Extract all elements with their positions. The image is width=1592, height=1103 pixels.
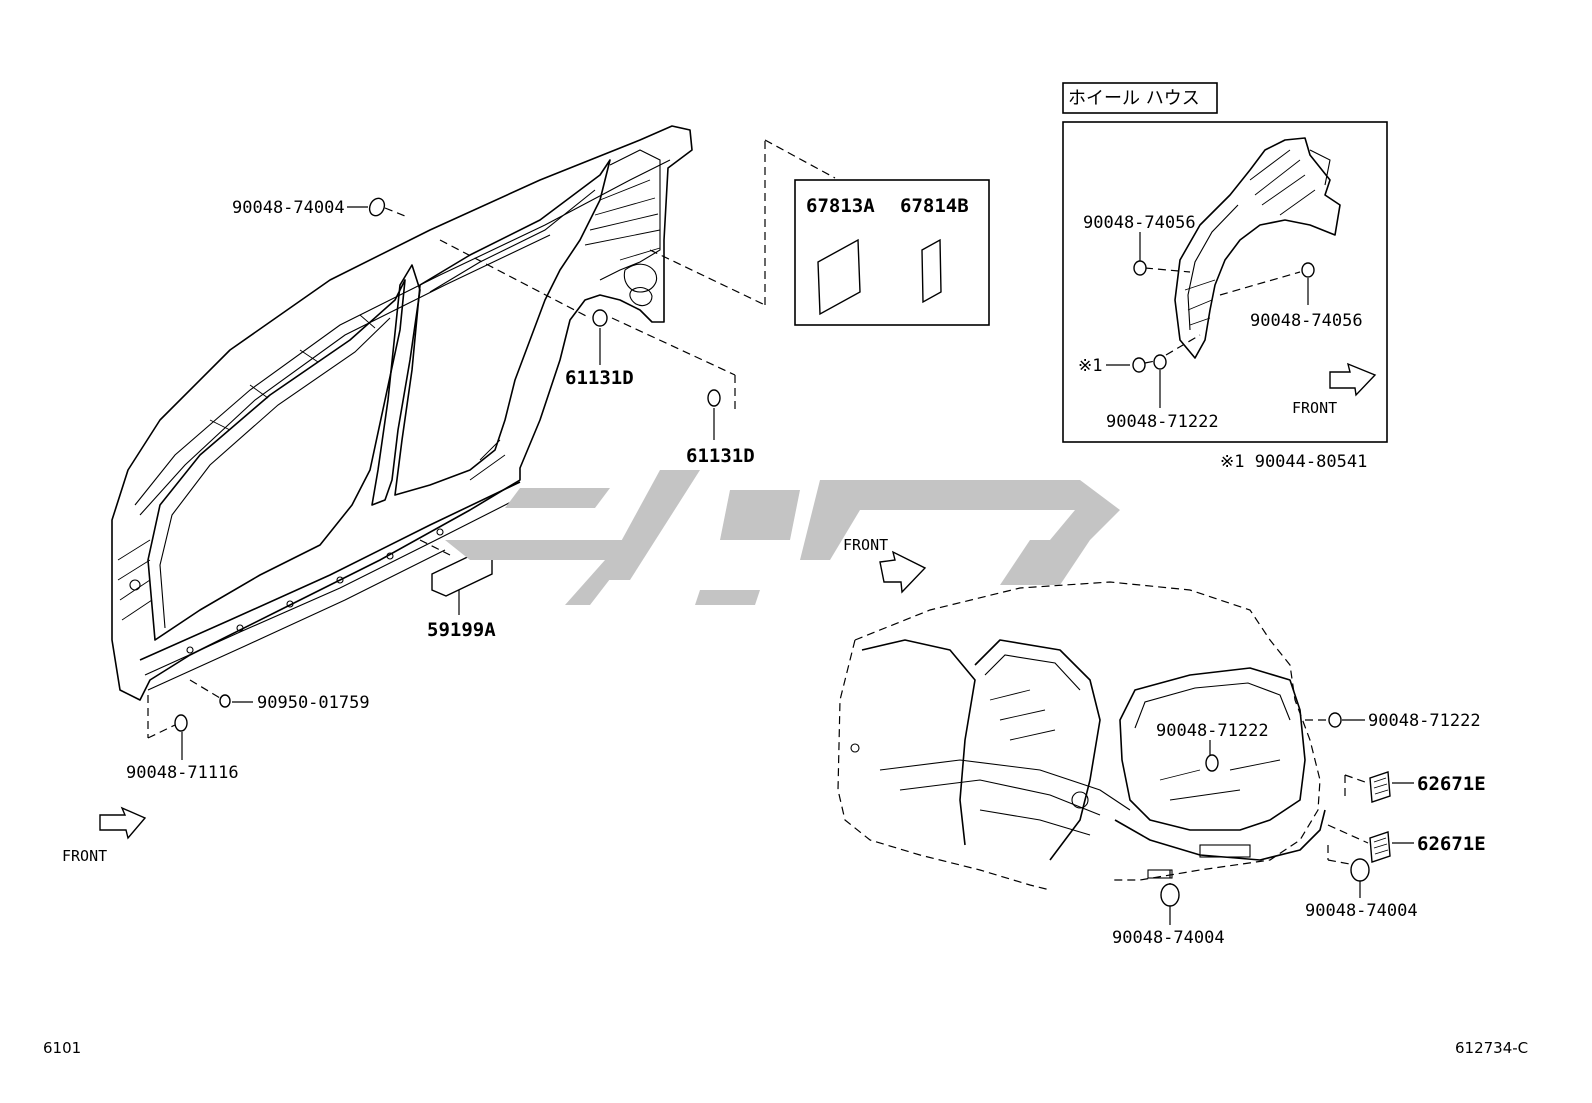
sill-holes [129, 528, 444, 654]
inset-ref-mark: ※1 [1078, 356, 1102, 376]
front-label-center: FRONT [843, 536, 888, 554]
label-62671e-a: 62671E [1417, 773, 1486, 795]
hole-plug-icon [1132, 357, 1146, 373]
hole-plug-icon [1328, 712, 1342, 728]
inset-label-90048-74056-b: 90048-74056 [1250, 311, 1363, 331]
front-arrow-left: FRONT [62, 806, 147, 865]
front-label-left: FRONT [62, 847, 107, 865]
front-arrow-icon [879, 550, 927, 594]
diagram-code: 612734-C [1455, 1039, 1528, 1057]
label-90048-74004-bottom: 90048-74004 [1112, 928, 1225, 948]
hole-plug-icon [1160, 883, 1180, 907]
label-62671e-b: 62671E [1417, 833, 1486, 855]
hole-plug-icon [1301, 262, 1315, 278]
hole-plug-icon [1205, 754, 1219, 772]
hole-plug-icon [1133, 260, 1147, 276]
inset-title: ホイール ハウス [1068, 88, 1200, 109]
label-67813a: 67813A [806, 195, 875, 217]
left-parts [174, 197, 721, 732]
cover-plate-icon [1369, 831, 1391, 863]
right-labels: 90048-71222 90048-71222 62671E 62671E 90… [1112, 711, 1486, 948]
front-arrow-icon [99, 806, 147, 840]
hole-plug-icon [219, 694, 231, 708]
label-90048-71222-inner: 90048-71222 [1156, 721, 1269, 741]
label-59199a: 59199A [427, 619, 496, 641]
front-label-inset: FRONT [1292, 399, 1337, 417]
cover-plate-icon [1369, 771, 1391, 803]
left-leaders [147, 139, 836, 760]
left-labels: 90048-74004 61131D 61131D 59199A 90950-0… [126, 195, 969, 783]
label-box [794, 179, 990, 326]
page-code: 6101 [43, 1039, 81, 1057]
hole-plug-icon [592, 309, 608, 327]
front-arrow-center: FRONT [843, 536, 927, 594]
inset-footnote: ※1 90044-80541 [1220, 452, 1367, 472]
label-90048-71222-outer: 90048-71222 [1368, 711, 1481, 731]
hole-plug-icon [174, 714, 188, 732]
label-61131d-a: 61131D [565, 367, 634, 389]
hole-plug-icon [707, 389, 721, 407]
inset-label-90048-71222: 90048-71222 [1106, 412, 1219, 432]
inset-label-90048-74056-a: 90048-74056 [1083, 213, 1196, 233]
label-61131d-b: 61131D [686, 445, 755, 467]
watermark-logo [445, 470, 1120, 605]
label-67814b: 67814B [900, 195, 969, 217]
silencer-sheet-a [817, 238, 861, 316]
label-90048-74004-right: 90048-74004 [1305, 901, 1418, 921]
body-shell [837, 581, 1414, 925]
hole-plug-icon [368, 197, 386, 217]
silencer-sheet-b [921, 238, 942, 304]
side-outer-panel [111, 125, 693, 701]
wheel-house-inset: ホイール ハウス 90048-74056 90048-74056 ※1 9004… [1062, 82, 1388, 443]
hole-plug-icon [1350, 858, 1370, 882]
label-90048-74004: 90048-74004 [232, 198, 345, 218]
hole-plug-icon [1153, 354, 1167, 370]
right-parts [1160, 712, 1391, 907]
label-90950-01759: 90950-01759 [257, 693, 370, 713]
front-arrow-icon [1329, 362, 1377, 397]
label-90048-71116: 90048-71116 [126, 763, 239, 783]
